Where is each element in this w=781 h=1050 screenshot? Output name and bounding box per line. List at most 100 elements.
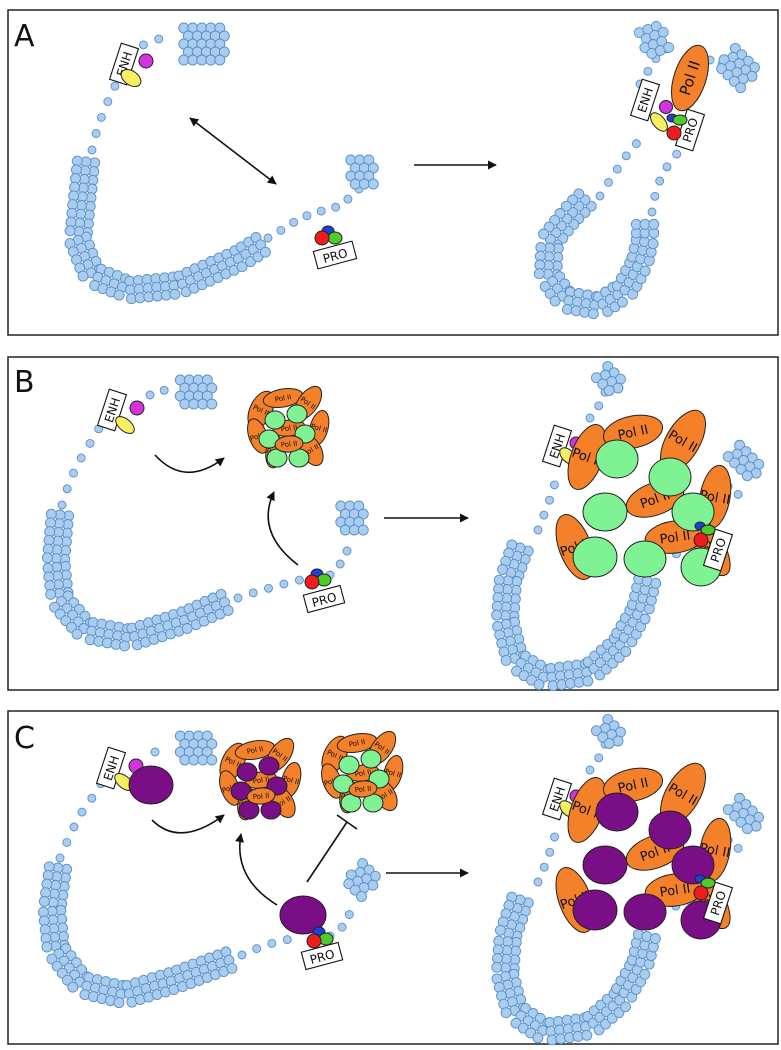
chromatin-bead — [358, 178, 370, 190]
chromatin-bead — [356, 891, 367, 902]
promoter-factor-red — [304, 574, 320, 590]
chromatin-bead — [87, 145, 97, 155]
chromatin-bead — [179, 398, 191, 410]
pro-label-box — [702, 528, 734, 572]
chromatin-bead — [538, 228, 550, 240]
chromatin-bead — [279, 579, 289, 589]
chromatin-cluster — [716, 42, 760, 94]
promoter-factor-red — [666, 125, 682, 141]
chromatin-bead — [331, 202, 341, 212]
panel-c-inhibition-arrow — [306, 821, 348, 883]
chromatin-bead — [339, 524, 351, 536]
pro-label: PRO — [308, 947, 336, 967]
activator-condensate-droplet — [264, 410, 286, 430]
chromatin-bead — [226, 962, 238, 974]
promoter-factor-green — [700, 524, 716, 536]
chromatin-bead — [587, 308, 599, 320]
chromatin-cluster — [335, 500, 369, 536]
chromatin-bead — [643, 66, 653, 76]
chromatin-bead — [205, 54, 217, 66]
repressor-condensate-droplet — [258, 756, 280, 776]
chromatin-bead — [335, 559, 345, 569]
repressor-condensate-droplet — [582, 845, 628, 885]
chromatin-bead — [585, 765, 595, 775]
repressor-condensate-droplet — [648, 810, 692, 850]
activator-condensate-droplet — [582, 492, 628, 532]
chromatin-bead — [169, 288, 181, 300]
chromatin-bead — [342, 546, 352, 556]
chromatin-bead — [38, 895, 50, 907]
chromatin-bead — [96, 112, 106, 122]
chromatin-bead — [603, 385, 615, 396]
chromatin-bead — [197, 754, 209, 766]
chromatin-bead — [560, 200, 572, 212]
chromatin-cluster — [722, 439, 765, 482]
pol-ii-label: Pol II — [354, 768, 372, 778]
enh-label-box — [629, 78, 661, 122]
enhancer-factor-yellow — [650, 112, 668, 132]
pol-ii-label: Pol II — [348, 738, 366, 749]
chromatin-bead — [639, 613, 651, 625]
chromatin-bead — [545, 495, 554, 505]
chromatin-bead — [178, 54, 190, 66]
chromatin-bead — [603, 738, 615, 749]
pol-ii: Pol II — [274, 435, 304, 453]
chromatin-cluster — [590, 713, 626, 749]
chromatin-bead — [154, 34, 164, 44]
enhancer-factor-magenta — [138, 53, 154, 69]
chromatin-cluster — [174, 374, 218, 410]
panel-c-enhancer: ENH — [95, 746, 174, 805]
chromatin-bead — [188, 398, 200, 410]
pol-ii: Pol II — [348, 780, 378, 798]
chromatin-bead — [491, 961, 503, 973]
panel-b-enhancer: ENH — [96, 388, 145, 434]
panel-a-chromatin-left — [64, 22, 379, 305]
panel-a-letter: A — [14, 19, 35, 54]
chromatin-bead — [113, 289, 125, 301]
pro-label-box — [300, 941, 344, 971]
panel-a-enhancer: ENH — [108, 42, 154, 88]
chromatin-bead — [138, 40, 148, 50]
pol-ii-label: Pol II — [659, 881, 692, 900]
chromatin-bead — [663, 41, 675, 53]
enhancer-factor-yellow — [115, 416, 135, 434]
chromatin-cluster — [590, 360, 626, 396]
activator-condensate-droplet — [671, 492, 715, 532]
chromatin-bead — [533, 268, 545, 280]
chromatin-bead — [344, 910, 354, 919]
chromatin-bead — [103, 97, 113, 107]
chromatin-bead — [337, 922, 347, 932]
panel-a-looped-complex: ENH PRO Pol II — [629, 44, 709, 152]
pol-ii-label: Pol II — [354, 785, 371, 794]
chromatin-bead — [252, 944, 262, 954]
chromatin-bead — [237, 950, 247, 960]
chromatin-bead — [87, 793, 97, 803]
chromatin-bead — [500, 654, 512, 666]
chromatin-bead — [233, 593, 243, 603]
promoter-factor-red — [306, 933, 322, 949]
chromatin-bead — [187, 54, 199, 66]
chromatin-bead — [248, 588, 258, 598]
chromatin-cluster — [345, 154, 379, 190]
chromatin-bead — [316, 206, 326, 216]
chromatin-cluster — [174, 730, 218, 766]
chromatin-bead — [545, 847, 555, 857]
chromatin-bead — [77, 270, 89, 282]
chromatin-bead — [214, 54, 226, 66]
chromatin-bead — [631, 139, 641, 149]
repressor-condensate-droplet — [671, 845, 715, 885]
chromatin-bead — [264, 583, 273, 593]
pol-ii-label: Pol II — [617, 775, 650, 796]
chromatin-bead — [491, 609, 503, 621]
chromatin-bead — [276, 225, 286, 235]
chromatin-bead — [581, 1029, 593, 1041]
chromatin-bead — [533, 679, 545, 691]
chromatin-bead — [236, 261, 248, 273]
panel-b-chromatin-right — [491, 360, 765, 692]
chromatin-bead — [582, 675, 594, 687]
chromatin-bead — [263, 233, 273, 243]
chromatin-bead — [650, 577, 662, 589]
